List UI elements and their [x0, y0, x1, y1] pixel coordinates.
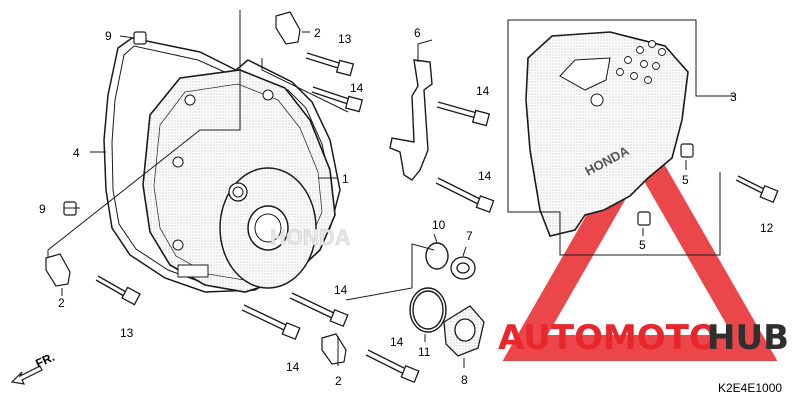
- leader-lines: [47, 10, 736, 368]
- front-marker: FR.: [33, 350, 56, 371]
- callout-2: 2: [58, 296, 65, 310]
- callout-13: 13: [338, 32, 352, 46]
- watermark-text-2: HUB: [707, 318, 789, 358]
- callout-14: 14: [286, 360, 300, 374]
- callout-9: 9: [39, 202, 46, 216]
- callout-14: 14: [390, 335, 404, 349]
- callout-13: 13: [120, 326, 134, 340]
- watermark-text-1: AUTOMOTO: [498, 318, 718, 358]
- callout-14: 14: [478, 169, 492, 183]
- callout-14: 14: [476, 84, 490, 98]
- callout-5: 5: [682, 173, 689, 187]
- plug-caps: [443, 256, 485, 357]
- callout-2: 2: [314, 26, 321, 40]
- diagram-code: K2E4E1000: [718, 381, 782, 395]
- callout-8: 8: [461, 373, 468, 387]
- callout-10: 10: [432, 218, 446, 232]
- callout-9: 9: [105, 29, 112, 43]
- callout-2: 2: [335, 374, 342, 388]
- left-crankcase-cover: HONDA: [142, 69, 351, 293]
- callout-labels: 1 2 2 2 3 4 5 5 6 7 8 9 9 10 11 12 13 13…: [39, 26, 774, 388]
- front-arrow-icon: FR.: [10, 350, 57, 385]
- outer-cover-part: HONDA: [525, 31, 689, 237]
- watermark-triangle: [502, 121, 778, 361]
- callout-14: 14: [334, 283, 348, 297]
- callout-7: 7: [466, 229, 473, 243]
- brand-emboss: HONDA: [270, 225, 351, 250]
- callout-5: 5: [639, 238, 646, 252]
- callout-12: 12: [760, 221, 774, 235]
- seal-parts: [409, 242, 449, 333]
- clip-parts: [45, 11, 347, 365]
- callout-14: 14: [350, 81, 364, 95]
- watermark-logo: AUTOMOTO HUB: [498, 318, 789, 358]
- callout-4: 4: [73, 146, 80, 160]
- callout-11: 11: [418, 345, 431, 359]
- callout-6: 6: [414, 26, 421, 40]
- callout-1: 1: [342, 172, 349, 186]
- bolt-parts: [95, 52, 779, 384]
- bracket-part: [389, 59, 433, 181]
- callout-3: 3: [730, 90, 737, 104]
